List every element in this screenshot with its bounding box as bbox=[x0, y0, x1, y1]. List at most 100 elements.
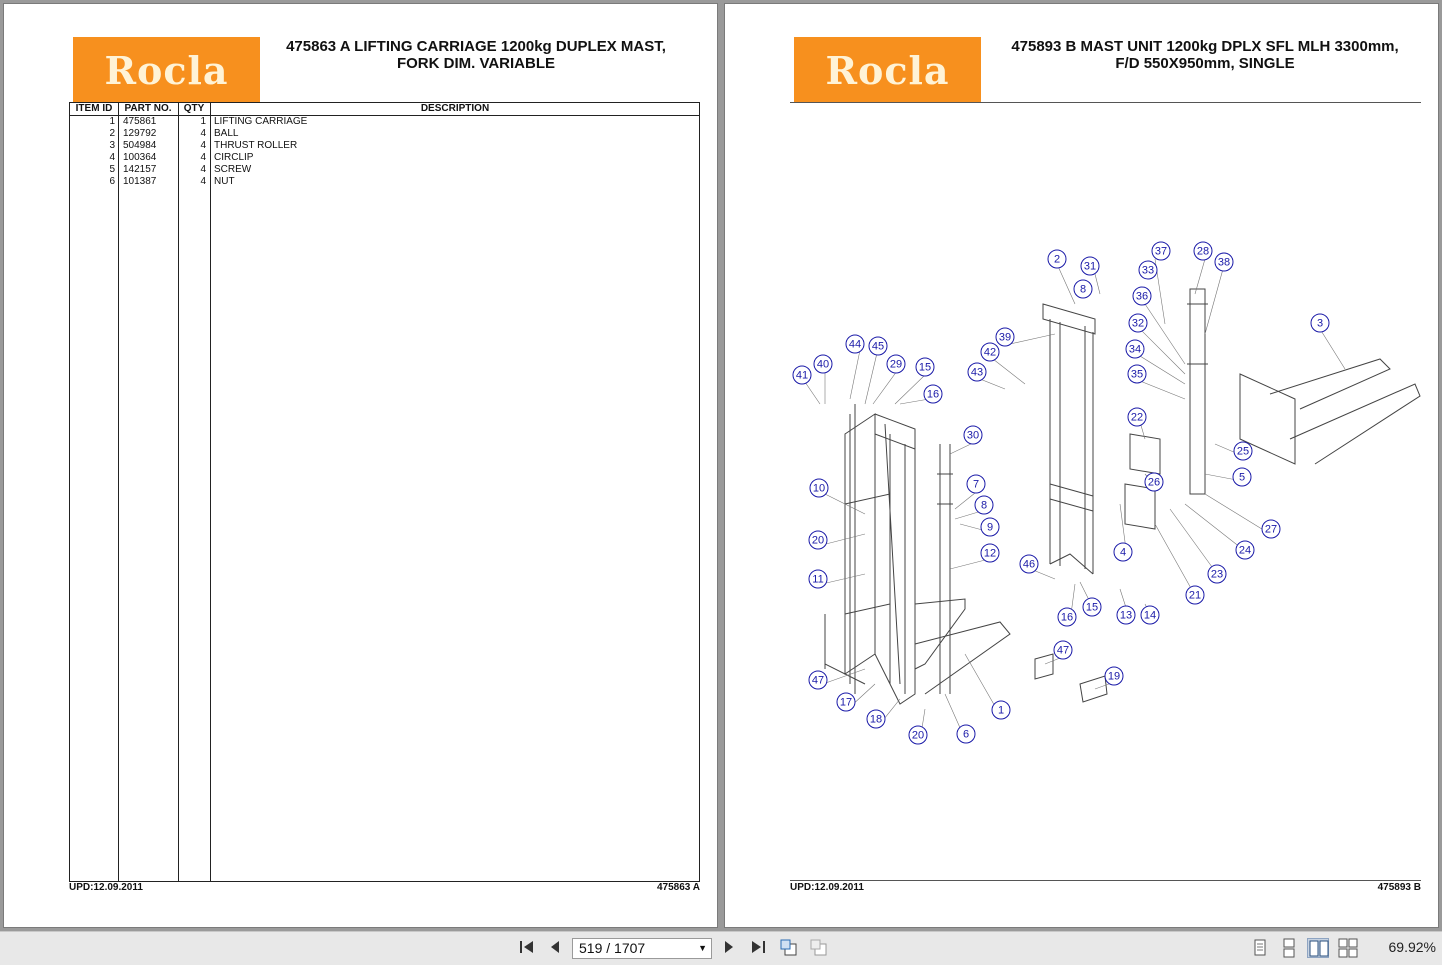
footer-part-ref: 475863 A bbox=[657, 882, 700, 893]
callout-30: 30 bbox=[963, 425, 983, 445]
svg-text:20: 20 bbox=[912, 730, 924, 742]
title-line-1: 475893 B MAST UNIT 1200kg DPLX SFL MLH 3… bbox=[1011, 38, 1399, 55]
svg-text:30: 30 bbox=[967, 430, 979, 442]
svg-text:1: 1 bbox=[998, 705, 1004, 717]
single-page-view-icon[interactable] bbox=[1249, 938, 1271, 958]
svg-text:23: 23 bbox=[1211, 569, 1223, 581]
header-qty: QTY bbox=[183, 103, 205, 114]
callout-21: 21 bbox=[1185, 585, 1205, 605]
continuous-view-icon[interactable] bbox=[1278, 938, 1300, 958]
svg-text:41: 41 bbox=[796, 370, 808, 382]
callout-46: 46 bbox=[1019, 554, 1039, 574]
callout-33: 33 bbox=[1138, 260, 1158, 280]
svg-text:21: 21 bbox=[1189, 590, 1201, 602]
svg-text:43: 43 bbox=[971, 367, 983, 379]
zoom-level[interactable]: 69.92% bbox=[1388, 939, 1436, 955]
callout-44: 44 bbox=[845, 334, 865, 354]
callout-28: 28 bbox=[1193, 241, 1213, 261]
first-page-icon[interactable] bbox=[516, 938, 538, 958]
svg-text:8: 8 bbox=[981, 500, 987, 512]
footer-update-date: UPD:12.09.2011 bbox=[69, 882, 143, 893]
rotate-page-icon[interactable] bbox=[778, 938, 800, 958]
callout-15: 15 bbox=[915, 357, 935, 377]
callout-4: 4 bbox=[1113, 542, 1133, 562]
callout-10: 10 bbox=[809, 478, 829, 498]
callout-22: 22 bbox=[1127, 407, 1147, 427]
page-title: 475893 B MAST UNIT 1200kg DPLX SFL MLH 3… bbox=[987, 38, 1423, 72]
callout-36: 36 bbox=[1132, 286, 1152, 306]
svg-text:29: 29 bbox=[890, 359, 902, 371]
callout-25: 25 bbox=[1233, 441, 1253, 461]
svg-text:33: 33 bbox=[1142, 265, 1154, 277]
callout-1: 1 bbox=[991, 700, 1011, 720]
callout-5: 5 bbox=[1232, 467, 1252, 487]
svg-text:8: 8 bbox=[1080, 284, 1086, 296]
svg-text:11: 11 bbox=[812, 574, 823, 586]
svg-text:44: 44 bbox=[849, 339, 861, 351]
svg-text:35: 35 bbox=[1131, 369, 1143, 381]
title-line-2: F/D 550X950mm, SINGLE bbox=[1115, 55, 1295, 72]
svg-text:16: 16 bbox=[927, 389, 939, 401]
fit-page-icon[interactable] bbox=[808, 938, 830, 958]
callout-27: 27 bbox=[1261, 519, 1281, 539]
callout-15: 15 bbox=[1082, 597, 1102, 617]
callout-14: 14 bbox=[1140, 605, 1160, 625]
svg-text:13: 13 bbox=[1120, 610, 1132, 622]
svg-text:47: 47 bbox=[1057, 645, 1069, 657]
svg-text:25: 25 bbox=[1237, 446, 1249, 458]
callout-34: 34 bbox=[1125, 339, 1145, 359]
footer-update-date: UPD:12.09.2011 bbox=[790, 882, 864, 893]
svg-text:4: 4 bbox=[1120, 547, 1126, 559]
two-page-continuous-view-icon[interactable] bbox=[1337, 938, 1359, 958]
callout-43: 43 bbox=[967, 362, 987, 382]
callout-9: 9 bbox=[980, 517, 1000, 537]
header-description: DESCRIPTION bbox=[420, 103, 490, 114]
callout-12: 12 bbox=[980, 543, 1000, 563]
svg-text:40: 40 bbox=[817, 359, 829, 371]
svg-text:28: 28 bbox=[1197, 246, 1209, 258]
rocla-logo: Rocla bbox=[73, 37, 260, 103]
svg-text:37: 37 bbox=[1155, 246, 1167, 258]
callout-11: 11 bbox=[808, 569, 828, 589]
prev-page-icon[interactable] bbox=[544, 938, 566, 958]
page-number-select[interactable]: 519 / 1707 ▼ bbox=[572, 938, 712, 959]
page-title: 475863 A LIFTING CARRIAGE 1200kg DUPLEX … bbox=[266, 38, 686, 72]
svg-text:38: 38 bbox=[1218, 257, 1230, 269]
callout-16: 16 bbox=[923, 384, 943, 404]
callout-38: 38 bbox=[1214, 252, 1234, 272]
callout-13: 13 bbox=[1116, 605, 1136, 625]
callout-37: 37 bbox=[1151, 241, 1171, 261]
last-page-icon[interactable] bbox=[747, 938, 769, 958]
svg-text:15: 15 bbox=[1086, 602, 1098, 614]
callout-20: 20 bbox=[908, 725, 928, 745]
two-page-view-icon[interactable] bbox=[1307, 938, 1329, 958]
next-page-icon[interactable] bbox=[718, 938, 740, 958]
svg-text:46: 46 bbox=[1023, 559, 1035, 571]
callout-45: 45 bbox=[868, 336, 888, 356]
callout-8: 8 bbox=[974, 495, 994, 515]
svg-text:31: 31 bbox=[1084, 261, 1096, 273]
svg-text:22: 22 bbox=[1131, 412, 1143, 424]
header-rule bbox=[790, 102, 1421, 103]
rocla-logo: Rocla bbox=[794, 37, 981, 103]
svg-text:14: 14 bbox=[1144, 610, 1156, 622]
footer-rule bbox=[790, 880, 1421, 881]
svg-text:7: 7 bbox=[973, 479, 979, 491]
callout-26: 26 bbox=[1144, 472, 1164, 492]
svg-text:9: 9 bbox=[987, 522, 993, 534]
svg-text:27: 27 bbox=[1265, 524, 1277, 536]
callout-31: 31 bbox=[1080, 256, 1100, 276]
svg-text:10: 10 bbox=[813, 483, 825, 495]
svg-text:24: 24 bbox=[1239, 545, 1251, 557]
svg-text:47: 47 bbox=[812, 675, 824, 687]
callout-41: 41 bbox=[792, 365, 812, 385]
callout-24: 24 bbox=[1235, 540, 1255, 560]
svg-text:45: 45 bbox=[872, 341, 884, 353]
callout-17: 17 bbox=[836, 692, 856, 712]
title-line-2: FORK DIM. VARIABLE bbox=[396, 55, 556, 72]
